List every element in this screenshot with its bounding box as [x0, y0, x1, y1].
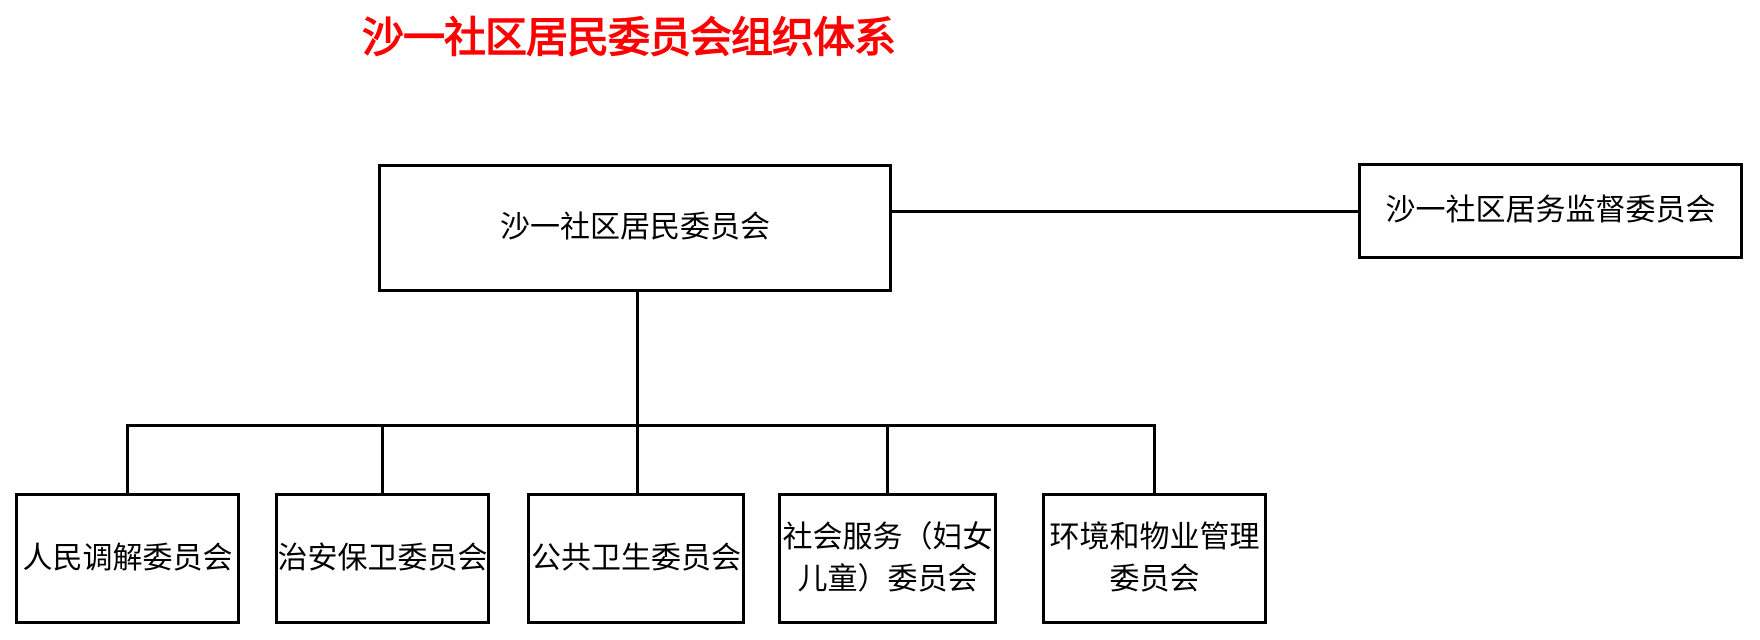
social-services-label-line-1: 社会服务（妇女 — [782, 520, 993, 554]
connector-distribution-line — [126, 424, 1156, 427]
social-services-label-line-2: 儿童）委员会 — [797, 562, 978, 596]
org-box-child-mediation-label: 人民调解委员会 — [22, 541, 233, 575]
org-box-child-mediation: 人民调解委员会 — [15, 493, 240, 624]
connector-root-drop — [636, 290, 639, 495]
org-box-root-label: 沙一社区居民委员会 — [500, 211, 770, 244]
connector-root-to-supervisor — [890, 210, 1358, 213]
org-box-child-public-health: 公共卫生委员会 — [527, 493, 745, 624]
org-box-child-environment-property-label: 环境和物业管理 委员会 — [1050, 517, 1260, 601]
org-box-supervisor-label: 沙一社区居务监督委员会 — [1385, 194, 1716, 227]
environment-property-label-line-2: 委员会 — [1109, 562, 1200, 596]
connector-drop-child-1 — [126, 424, 129, 494]
org-box-supervisor: 沙一社区居务监督委员会 — [1358, 163, 1743, 259]
connector-drop-child-2 — [381, 424, 384, 494]
chart-title: 沙一社区居民委员会组织体系 — [362, 13, 896, 62]
environment-property-label-line-1: 环境和物业管理 — [1049, 520, 1260, 554]
org-box-child-social-services: 社会服务（妇女 儿童）委员会 — [778, 493, 997, 624]
org-box-root: 沙一社区居民委员会 — [378, 164, 892, 292]
org-box-child-security: 治安保卫委员会 — [275, 493, 490, 624]
org-box-child-social-services-label: 社会服务（妇女 儿童）委员会 — [783, 517, 993, 601]
org-box-child-environment-property: 环境和物业管理 委员会 — [1042, 493, 1267, 624]
connector-drop-child-4 — [886, 424, 889, 494]
org-box-child-security-label: 治安保卫委员会 — [277, 541, 488, 575]
connector-drop-child-5 — [1153, 424, 1156, 494]
org-box-child-public-health-label: 公共卫生委员会 — [531, 541, 741, 575]
